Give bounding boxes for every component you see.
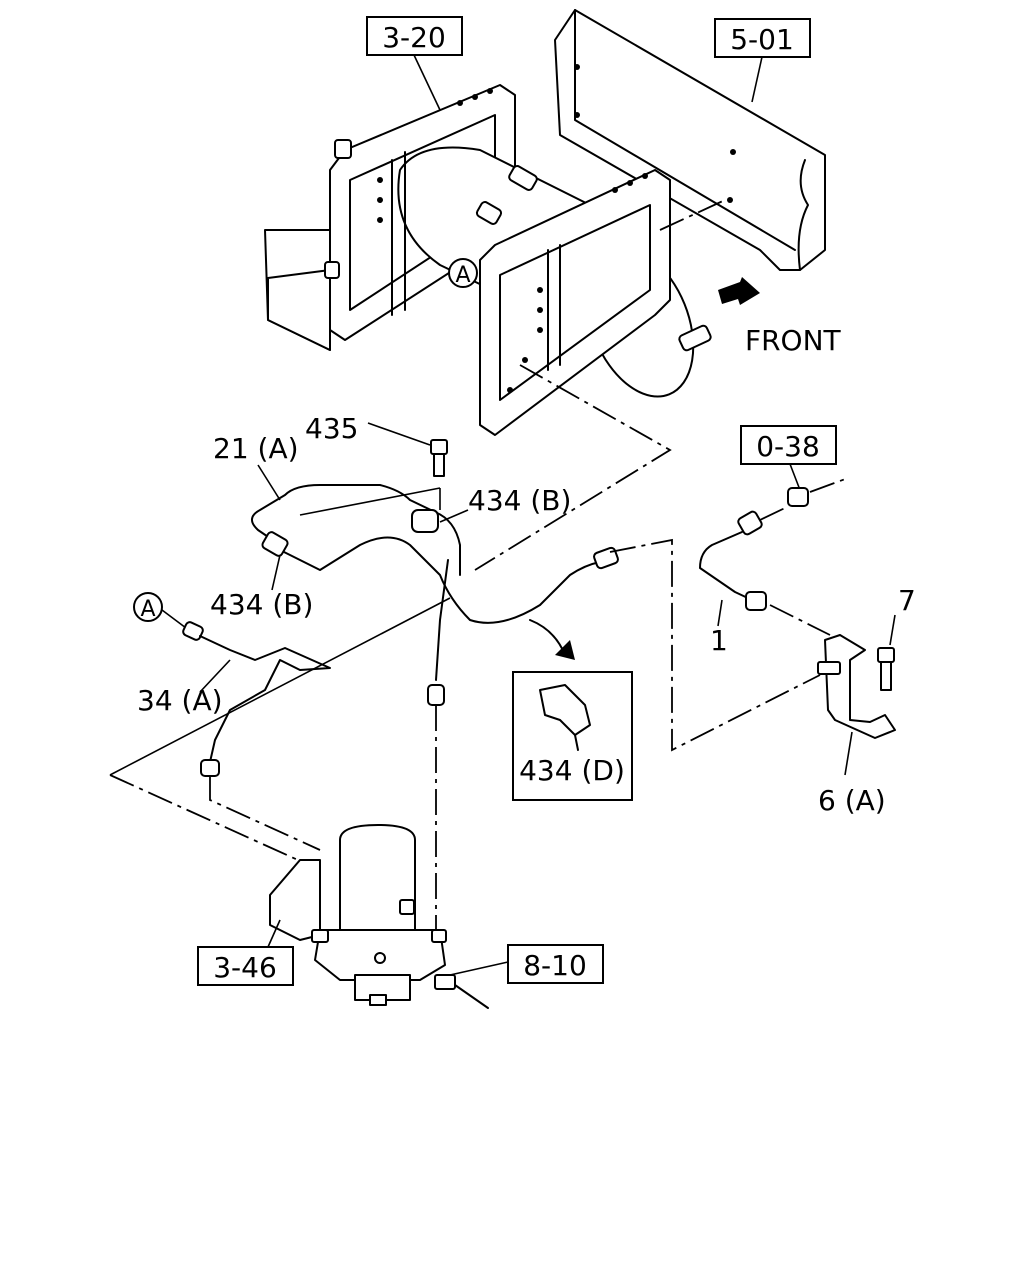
detail-arrow-head [555, 640, 575, 660]
part-34a-label: 34 (A) [137, 684, 223, 717]
centerline-tank-frame [659, 199, 726, 231]
connector-8-10 [434, 974, 489, 1009]
leader-1 [717, 599, 723, 627]
leader-435 [367, 422, 431, 446]
centerline-left [109, 774, 321, 871]
leader-3-20 [413, 54, 441, 111]
marker-a-upper: A [448, 258, 478, 288]
part-434d-label: 434 (D) [519, 754, 625, 787]
front-label: FRONT [745, 324, 842, 357]
svg-text:3-20: 3-20 [382, 21, 446, 54]
front-arrow-icon [718, 277, 760, 305]
clamp-434b-upper [411, 509, 439, 533]
leader-34a [199, 659, 231, 693]
svg-text:3-46: 3-46 [213, 951, 277, 984]
part-434b-upper-label: 434 (B) [468, 484, 571, 517]
centerline-tank-pipe [474, 364, 672, 571]
part-21a-label: 21 (A) [213, 432, 299, 465]
part-435-label: 435 [305, 412, 358, 445]
centerline-pipe1-bracket [769, 604, 831, 636]
marker-a-lower: A [133, 592, 163, 622]
pipe-34a [182, 621, 331, 777]
bolt-435 [430, 439, 448, 477]
leader-5-01 [751, 56, 763, 103]
svg-text:8-10: 8-10 [523, 949, 587, 982]
leader-0-38 [789, 463, 801, 491]
part-434b-lower-label: 434 (B) [210, 588, 313, 621]
detail-box-434d: 434 (D) [512, 671, 633, 801]
ref-box-0-38[interactable]: 0-38 [740, 425, 837, 465]
leader-3-46 [267, 919, 281, 948]
centerline-pipe-bracket [609, 538, 821, 752]
centerline-pipe-0-38 [759, 507, 786, 521]
leader-435-to-clamp [299, 487, 441, 516]
centerline-34a-valve [209, 776, 321, 851]
ref-box-8-10[interactable]: 8-10 [507, 944, 604, 984]
leader-8-10 [449, 961, 509, 976]
part-1-label: 1 [710, 624, 728, 657]
leader-7 [889, 614, 896, 646]
centerline-diag [109, 597, 451, 776]
leader-a-lower [161, 609, 187, 629]
part-6a-label: 6 (A) [818, 784, 886, 817]
fitting-0-38 [787, 477, 849, 507]
ref-box-3-46[interactable]: 3-46 [197, 946, 294, 986]
detail-arrow [529, 619, 566, 656]
pipe-1 [699, 510, 767, 611]
svg-text:5-01: 5-01 [730, 23, 794, 56]
valve-assembly [269, 824, 447, 1006]
part-7-label: 7 [898, 584, 916, 617]
leader-434b-lower [271, 554, 281, 591]
frame-rail [554, 9, 826, 271]
leader-434b-upper [439, 509, 469, 523]
ref-box-5-01[interactable]: 5-01 [714, 18, 811, 58]
bolt-7 [877, 647, 895, 691]
svg-text:0-38: 0-38 [756, 430, 820, 463]
svg-text:A: A [140, 597, 155, 622]
leader-21a [257, 464, 281, 501]
bracket-6a [817, 634, 896, 739]
svg-text:A: A [455, 263, 470, 288]
ref-box-3-20[interactable]: 3-20 [366, 16, 463, 56]
leader-6a [844, 731, 853, 776]
